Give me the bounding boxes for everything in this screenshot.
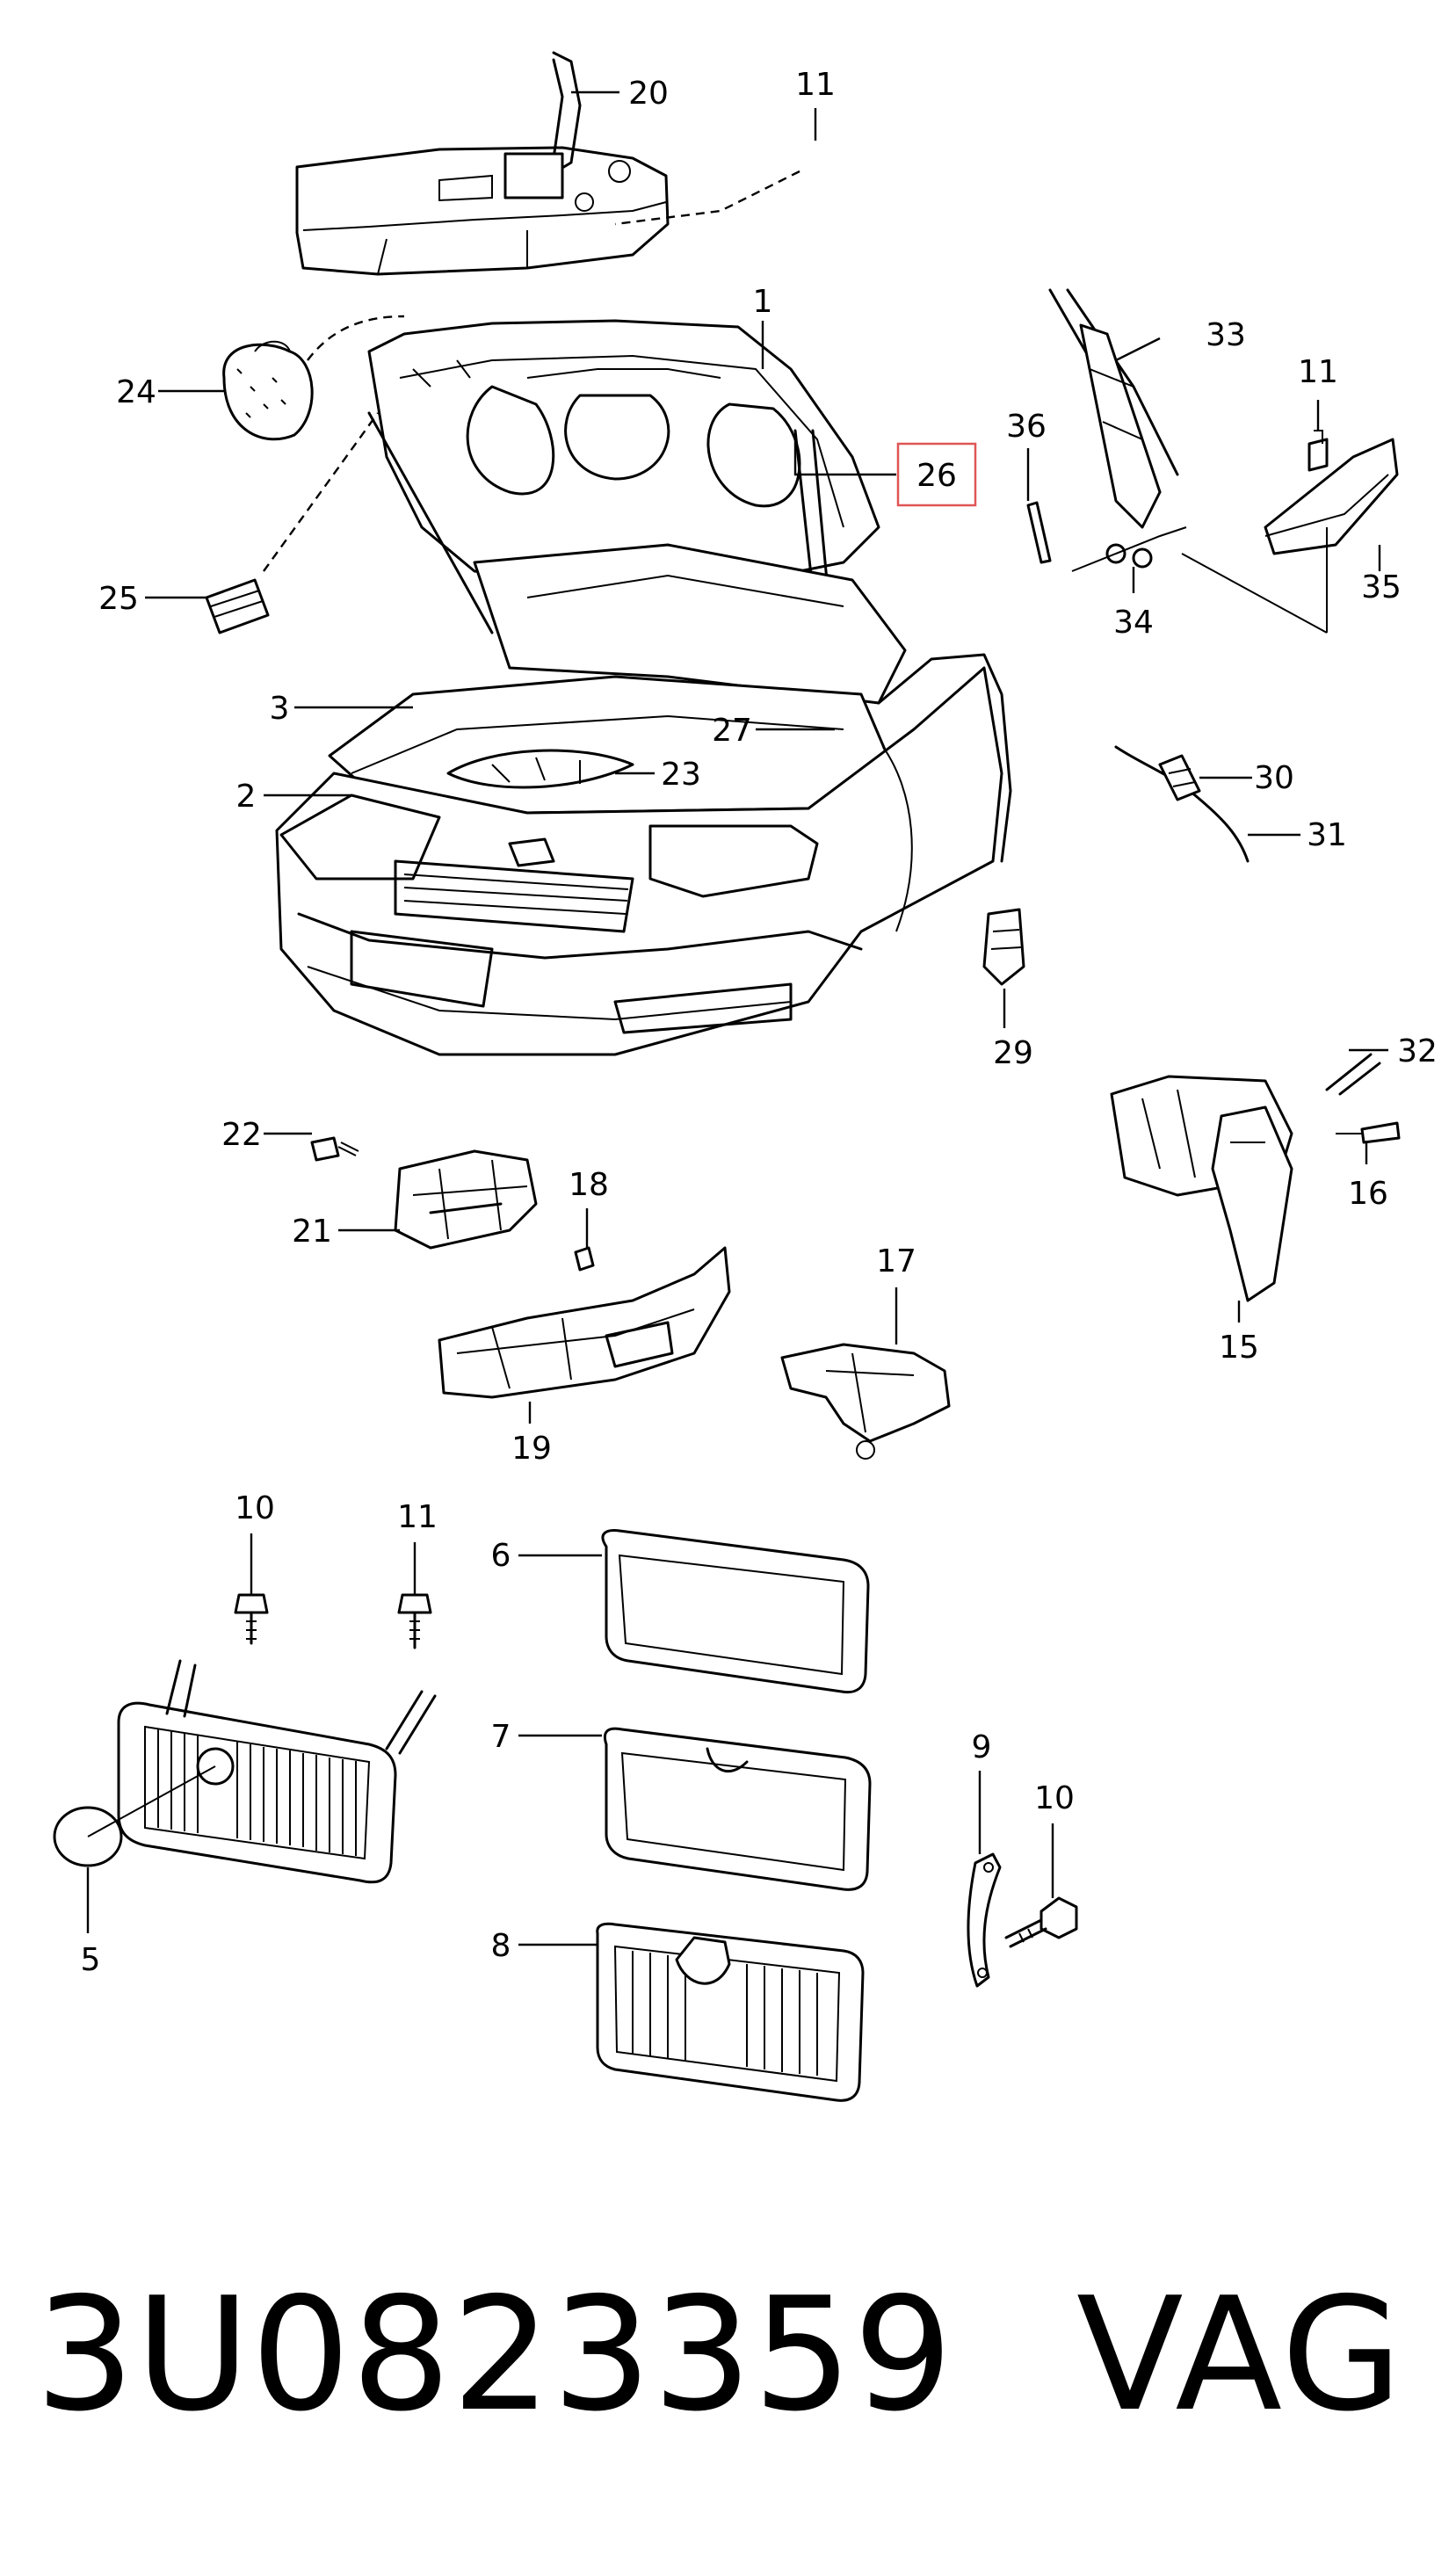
label-34: 34 <box>1113 605 1154 641</box>
car-front-drawing <box>275 411 1012 1056</box>
hinge-assembly-drawing <box>1026 288 1399 634</box>
label-33: 33 <box>1206 317 1246 353</box>
label-36: 36 <box>1006 409 1047 445</box>
label-2: 2 <box>236 779 257 815</box>
cable-grommet-drawing <box>1114 745 1250 863</box>
bracket-21-drawing <box>310 1136 538 1250</box>
grille-assembly-drawing <box>53 1593 437 1884</box>
label-25: 25 <box>98 581 139 617</box>
label-26: 26 <box>916 458 957 494</box>
part-number: 3U0823359 <box>35 2264 954 2446</box>
bump-stop-drawings <box>205 315 405 634</box>
label-6: 6 <box>491 1538 511 1574</box>
brand-name: VAG <box>1076 2264 1404 2446</box>
support-19-drawing <box>438 1246 731 1399</box>
label-8: 8 <box>491 1928 511 1964</box>
label-11-right: 11 <box>1298 354 1338 390</box>
hood-lock-drawing <box>1110 1053 1401 1302</box>
leader-lines <box>86 91 1388 1946</box>
part-labels: 20 11 1 24 25 26 3 27 2 23 33 11 36 35 3… <box>81 67 1438 1978</box>
label-1: 1 <box>753 284 773 320</box>
label-7: 7 <box>491 1719 511 1755</box>
label-21: 21 <box>292 1214 332 1250</box>
label-5: 5 <box>81 1942 101 1978</box>
label-35: 35 <box>1361 569 1402 605</box>
label-16: 16 <box>1348 1176 1388 1212</box>
label-29: 29 <box>993 1035 1033 1071</box>
label-11-lower: 11 <box>397 1499 438 1535</box>
bracket-17-drawing <box>780 1343 951 1460</box>
label-10-right: 10 <box>1034 1780 1075 1816</box>
footer: 3U0823359 VAG <box>35 2254 1423 2456</box>
label-17: 17 <box>876 1243 916 1279</box>
label-15: 15 <box>1219 1330 1259 1366</box>
label-20: 20 <box>628 76 669 112</box>
label-30: 30 <box>1254 760 1294 796</box>
grille-frames-drawing <box>596 1529 872 2102</box>
hood-lock-carrier-drawing <box>295 51 670 276</box>
label-24: 24 <box>116 374 156 410</box>
label-10-left: 10 <box>235 1490 275 1526</box>
label-22: 22 <box>221 1117 262 1153</box>
label-18: 18 <box>569 1167 609 1203</box>
label-27: 27 <box>712 713 752 749</box>
clip-drawing <box>982 908 1025 986</box>
strip-and-bolt-drawing <box>967 1852 1078 1988</box>
label-3: 3 <box>270 691 290 727</box>
label-23: 23 <box>661 757 701 793</box>
highlight-box-26 <box>896 442 977 507</box>
label-9: 9 <box>972 1729 992 1765</box>
label-31: 31 <box>1307 817 1347 853</box>
label-32: 32 <box>1397 1033 1438 1069</box>
hood-drawing <box>367 319 880 586</box>
label-11-top: 11 <box>795 67 836 103</box>
label-19: 19 <box>511 1431 552 1467</box>
